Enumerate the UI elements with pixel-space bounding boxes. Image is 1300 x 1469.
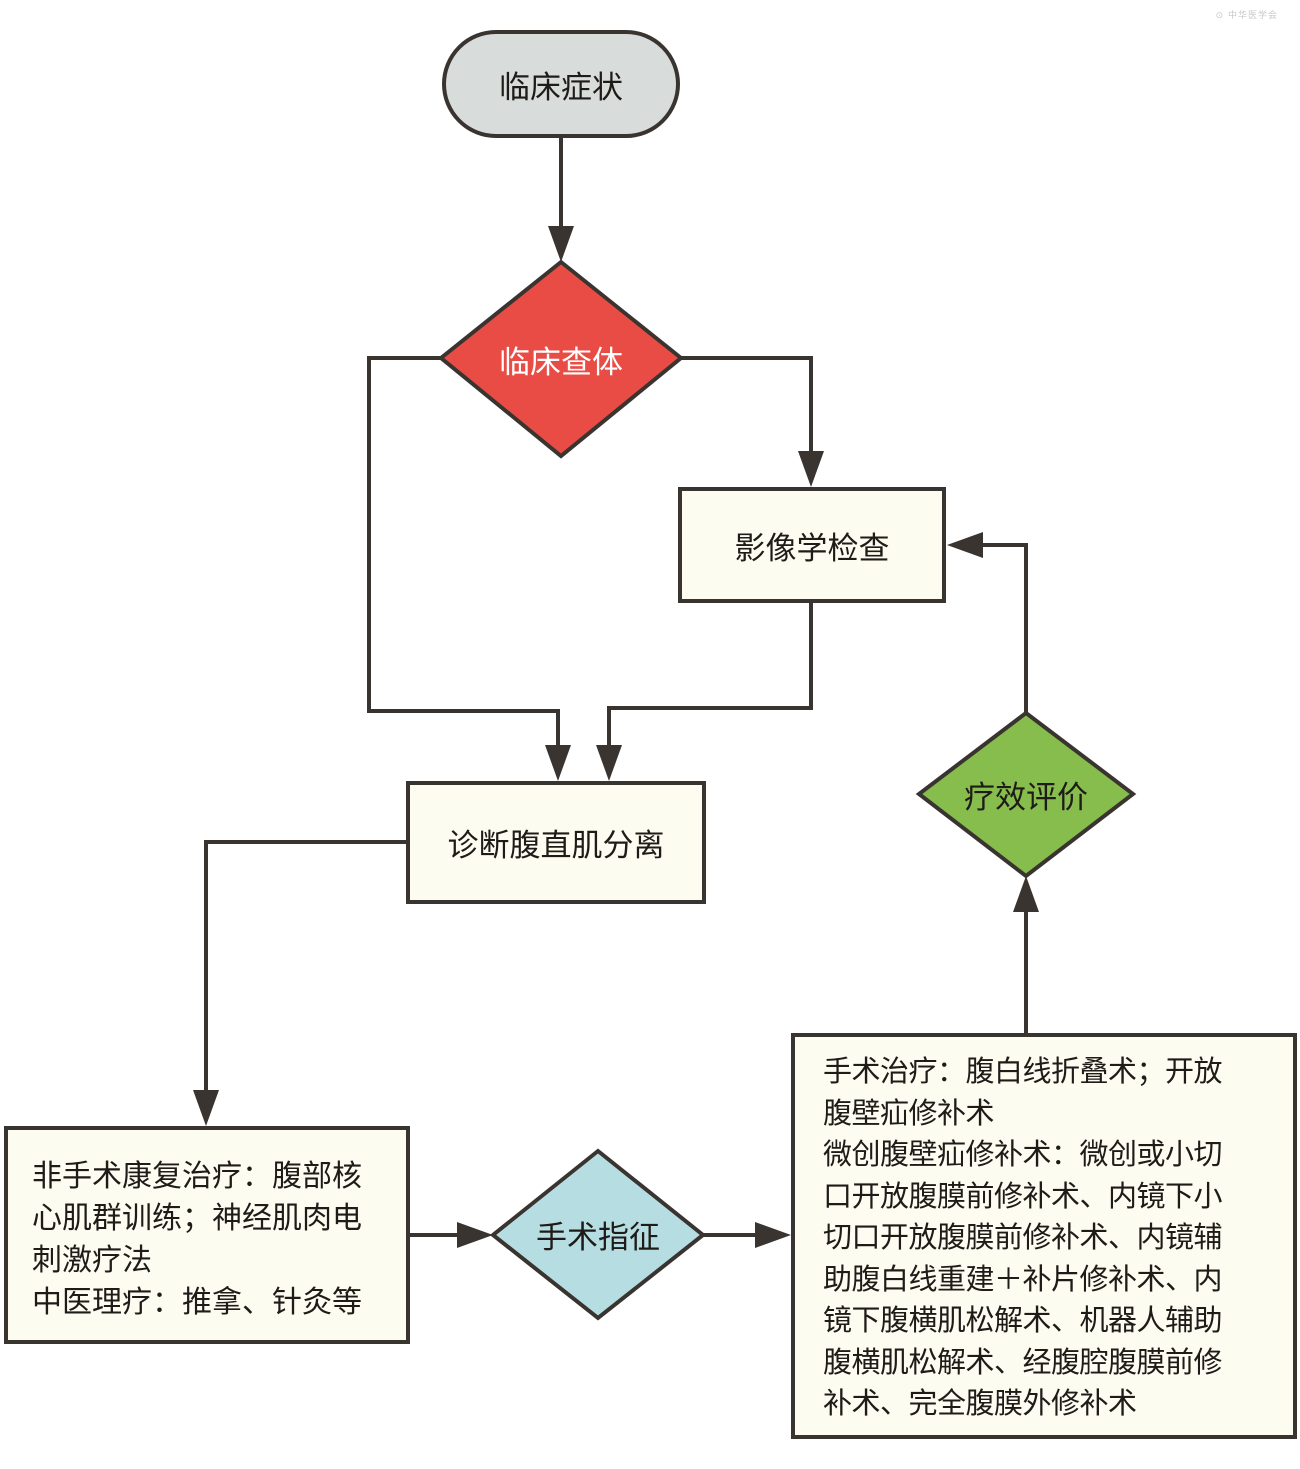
edge-imaging-to-diagnosis <box>607 602 813 750</box>
node-non-surgical-line: 心肌群训练；神经肌肉电 <box>32 1201 362 1236</box>
node-imaging-label: 影像学检查 <box>734 530 890 567</box>
node-surgical-line: 切口开放腹膜前修补术、内镜辅 <box>823 1220 1223 1254</box>
edge-diagnosis-to-nonsurgical <box>204 840 406 1095</box>
node-physical-exam-label: 临床查体 <box>499 344 623 381</box>
arrowhead-to-indication <box>457 1222 493 1248</box>
node-non-surgical-line: 刺激疗法 <box>32 1243 152 1278</box>
node-symptoms: 临床症状 <box>444 32 678 136</box>
node-non-surgical-line: 非手术康复治疗：腹部核 <box>32 1159 362 1194</box>
node-imaging: 影像学检查 <box>678 487 946 603</box>
node-surgical-line: 手术治疗：腹白线折叠术；开放 <box>823 1054 1223 1088</box>
node-symptoms-label: 临床症状 <box>499 69 623 106</box>
edge-exam-to-diagnosis <box>367 356 560 750</box>
node-surgical-indication-shape <box>489 1148 707 1321</box>
node-surgical-line: 腹横肌松解术、经腹腔腹膜前修 <box>823 1344 1223 1379</box>
node-efficacy-evaluation-label: 疗效评价 <box>964 780 1088 816</box>
node-surgical-line: 口开放腹膜前修补术、内镜下小 <box>823 1178 1223 1213</box>
node-non-surgical: 非手术康复治疗：腹部核 心肌群训练；神经肌肉电 刺激疗法 中医理疗：推拿、针灸等 <box>4 1126 410 1344</box>
node-surgical-line: 补术、完全腹膜外修补术 <box>823 1386 1137 1420</box>
node-diagnosis-label: 诊断腹直肌分离 <box>447 828 665 864</box>
arrowhead-to-imaging <box>798 451 824 487</box>
edge-exam-to-imaging <box>681 356 813 456</box>
edge-evaluation-to-imaging <box>978 543 1028 713</box>
arrowhead-to-surgical <box>755 1222 791 1248</box>
node-surgical-line: 镜下腹横肌松解术、机器人辅助 <box>823 1303 1223 1337</box>
arrowhead-to-exam <box>548 226 574 262</box>
arrowhead-to-nonsurgical <box>193 1090 219 1126</box>
arrowhead-evaluation-to-imaging <box>947 532 983 558</box>
node-diagnosis: 诊断腹直肌分离 <box>406 781 706 904</box>
watermark: ⊙ 中华医学会 <box>1215 11 1278 21</box>
node-efficacy-evaluation: 疗效评价 <box>919 713 1133 876</box>
arrowhead-to-evaluation <box>1013 876 1039 912</box>
node-surgical-line: 腹壁疝修补术 <box>823 1095 995 1130</box>
node-physical-exam-shape <box>437 259 685 459</box>
node-surgical-line: 微创腹壁疝修补术：微创或小切 <box>823 1137 1223 1171</box>
arrowhead-imaging-to-diagnosis <box>596 745 622 781</box>
arrowhead-exam-to-diagnosis <box>545 745 571 781</box>
node-surgical-line: 助腹白线重建＋补片修补术、内 <box>823 1261 1223 1296</box>
node-physical-exam: 临床查体 <box>441 262 681 456</box>
node-surgical-indication-label: 手术指征 <box>536 1220 660 1256</box>
node-surgical: 手术治疗：腹白线折叠术；开放 腹壁疝修补术 微创腹壁疝修补术：微创或小切 口开放… <box>791 1033 1297 1439</box>
node-surgical-indication: 手术指征 <box>493 1151 703 1318</box>
node-non-surgical-line: 中医理疗：推拿、针灸等 <box>32 1285 362 1320</box>
